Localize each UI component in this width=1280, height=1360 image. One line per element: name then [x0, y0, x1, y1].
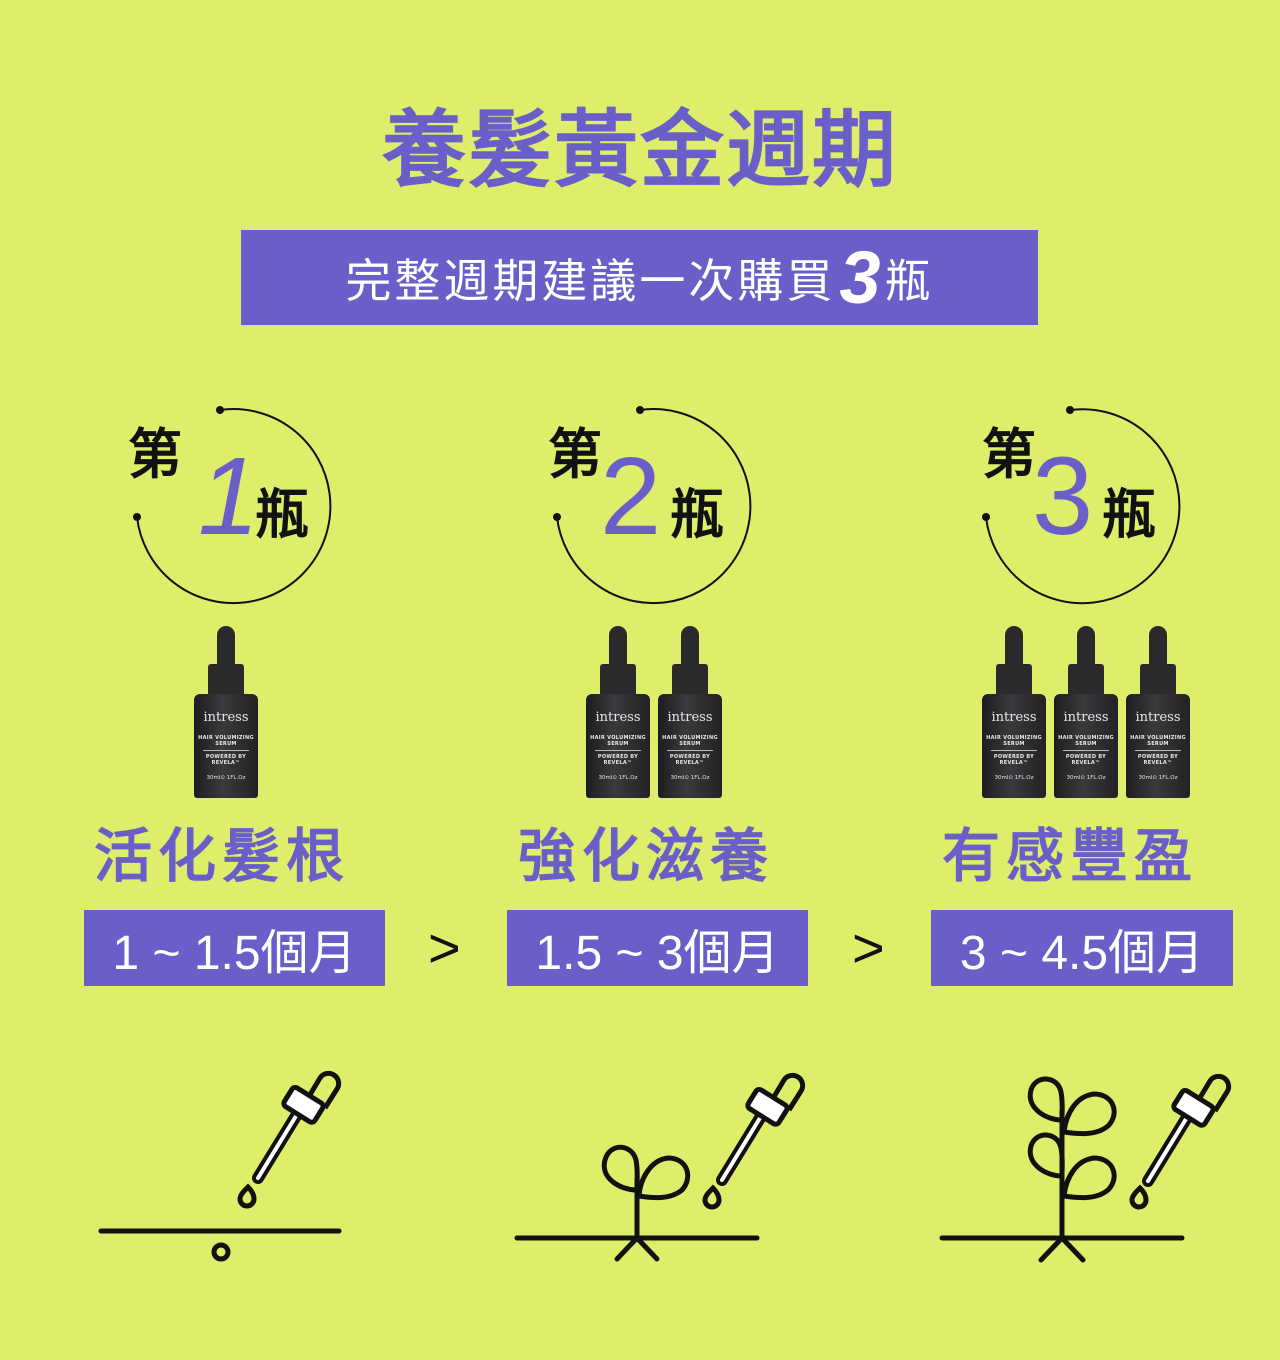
- bottle-number: 1: [198, 435, 260, 558]
- label-ping: 瓶: [1102, 483, 1156, 546]
- stage-2-badge: 第 2 瓶: [530, 400, 830, 620]
- bottle-number: 3: [1032, 435, 1094, 558]
- growth-illustrations: [98, 1060, 1280, 1263]
- stage-1-badge: 第 1 瓶: [110, 400, 410, 620]
- label-di: 第: [128, 423, 182, 486]
- dropper-over-sprout-icon: [514, 1075, 803, 1262]
- label-ping: 瓶: [670, 483, 724, 546]
- stage-3-badge: 第 3 瓶: [960, 400, 1260, 620]
- dropper-over-seed-icon: [98, 1073, 339, 1262]
- label-di: 第: [548, 423, 602, 486]
- subtitle-banner: 完整週期建議一次購買 3 瓶: [241, 230, 1038, 325]
- dropper-over-plant-icon: [939, 1076, 1229, 1263]
- next-arrow: >: [428, 916, 461, 979]
- phase-title: 強化滋養: [518, 822, 775, 890]
- label-di: 第: [982, 423, 1036, 486]
- phase-title: 有感豐盈: [942, 822, 1199, 890]
- phase-title: 活化髮根: [94, 822, 351, 890]
- subtitle-suffix: 瓶: [884, 253, 934, 308]
- arc-circle-icon: [133, 406, 332, 605]
- duration-badge: 3 ~ 4.5個月: [931, 910, 1233, 986]
- arc-circle-icon: [982, 406, 1181, 605]
- subtitle-number: 3: [839, 235, 881, 319]
- subtitle-text: 完整週期建議一次購買: [345, 253, 836, 308]
- label-ping: 瓶: [255, 483, 309, 546]
- bottle-number: 2: [600, 435, 662, 558]
- arc-circle-icon: [553, 406, 752, 605]
- next-arrow: >: [852, 916, 885, 979]
- duration-badge: 1.5 ~ 3個月: [507, 910, 808, 986]
- duration-badge: 1 ~ 1.5個月: [84, 910, 385, 986]
- page-title: 養髮黃金週期: [381, 101, 898, 199]
